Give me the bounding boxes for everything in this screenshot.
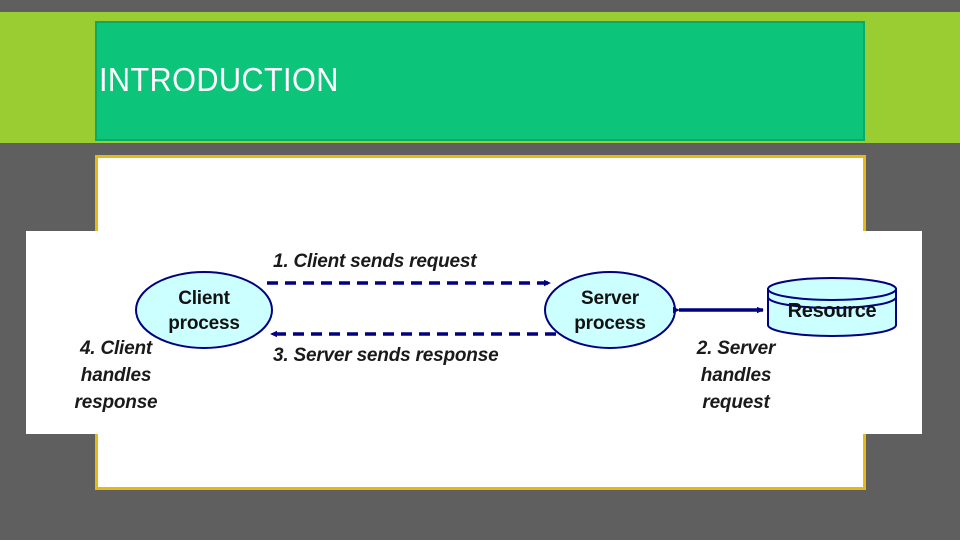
step-2-line1: 2. Server	[696, 338, 776, 359]
client-process-line2: process	[168, 313, 240, 334]
server-process-line1: Server	[581, 288, 639, 309]
client-server-diagram: Client process Server process Resource 1…	[26, 231, 922, 434]
resource-label: Resource	[787, 300, 877, 322]
client-process-label: Client process	[154, 286, 254, 336]
client-process-line1: Client	[178, 288, 230, 309]
server-process-line2: process	[574, 313, 646, 334]
client-process-node	[135, 271, 273, 349]
step-4-line3: response	[74, 392, 158, 413]
page-title: INTRODUCTION	[99, 61, 339, 98]
step-4-line1: 4. Client	[79, 338, 153, 359]
title-box	[95, 21, 865, 141]
step-2-line2: handles	[700, 365, 772, 386]
step-2-label: 2. Server handles request	[656, 335, 816, 416]
step-3-label: 3. Server sends response	[273, 345, 499, 366]
resource-node	[767, 277, 897, 337]
diagram-graphics	[135, 271, 897, 349]
step-4-line2: handles	[80, 365, 152, 386]
step-4-label: 4. Client handles response	[36, 335, 196, 416]
step-1-label: 1. Client sends request	[273, 251, 477, 272]
server-process-label: Server process	[560, 286, 660, 336]
step-2-line3: request	[702, 392, 770, 413]
